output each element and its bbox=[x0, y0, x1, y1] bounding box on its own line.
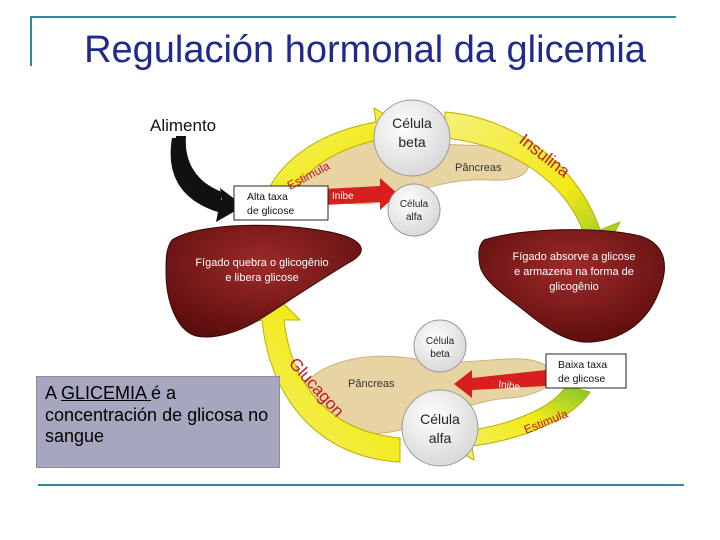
pancreas-bottom-label: Pâncreas bbox=[348, 378, 395, 390]
high-glucose-line-2: de glicose bbox=[247, 205, 294, 217]
top-beta-cell bbox=[373, 99, 451, 177]
bottom-alpha-cell bbox=[401, 389, 479, 467]
liver-right bbox=[478, 229, 665, 343]
liver-right-line-3: glicogênio bbox=[549, 281, 599, 293]
high-glucose-box bbox=[233, 185, 329, 221]
frame-left-line bbox=[30, 16, 32, 66]
bottom-alpha-cell-label-2: alfa bbox=[429, 430, 452, 446]
top-alpha-cell bbox=[387, 183, 441, 237]
low-glucose-box bbox=[545, 353, 627, 389]
note-prefix: A bbox=[45, 383, 62, 403]
top-alpha-cell-label-2: alfa bbox=[406, 212, 423, 223]
note-glycemia-term: GLICEMIA bbox=[61, 383, 152, 403]
liver-left-line-2: e libera glicose bbox=[225, 272, 298, 284]
top-beta-cell-label-1: Célula bbox=[392, 115, 432, 131]
liver-right-line-1: Fígado absorve a glicose bbox=[513, 251, 636, 263]
bottom-beta-cell bbox=[413, 319, 467, 373]
low-glucose-line-2: de glicose bbox=[558, 373, 605, 385]
inhibit-bottom-label: Inibe bbox=[498, 379, 521, 393]
top-alpha-cell-label-1: Célula bbox=[400, 199, 429, 210]
bottom-beta-cell-label-2: beta bbox=[430, 349, 450, 360]
food-arrow bbox=[170, 138, 244, 222]
liver-left-line-1: Fígado quebra o glicogênio bbox=[195, 257, 328, 269]
bottom-alpha-cell-label-1: Célula bbox=[420, 411, 460, 427]
definition-text: A GLICEMIA é a concentración de glicosa … bbox=[45, 383, 271, 448]
bottom-beta-cell-label-1: Célula bbox=[426, 336, 455, 347]
liver-right-line-2: e armazena na forma de bbox=[514, 266, 634, 278]
frame-top-line bbox=[30, 16, 676, 18]
pancreas-top-label: Pâncreas bbox=[455, 162, 502, 174]
inhibit-bottom-arrow bbox=[454, 370, 546, 398]
inhibit-top-arrow bbox=[306, 178, 398, 210]
liver-left bbox=[165, 224, 362, 338]
inhibit-top-label: Inibe bbox=[332, 191, 354, 202]
frame-bottom-line bbox=[38, 484, 684, 486]
high-glucose-line-1: Alta taxa bbox=[247, 191, 288, 203]
top-beta-cell-label-2: beta bbox=[398, 134, 425, 150]
slide-title: Regulación hormonal da glicemia bbox=[84, 29, 646, 71]
low-glucose-line-1: Baixa taxa bbox=[558, 359, 607, 371]
definition-note: A GLICEMIA é a concentración de glicosa … bbox=[36, 376, 280, 468]
note-rest: é a concentración de glicosa no sangue bbox=[45, 383, 269, 446]
food-label: Alimento bbox=[150, 116, 216, 135]
